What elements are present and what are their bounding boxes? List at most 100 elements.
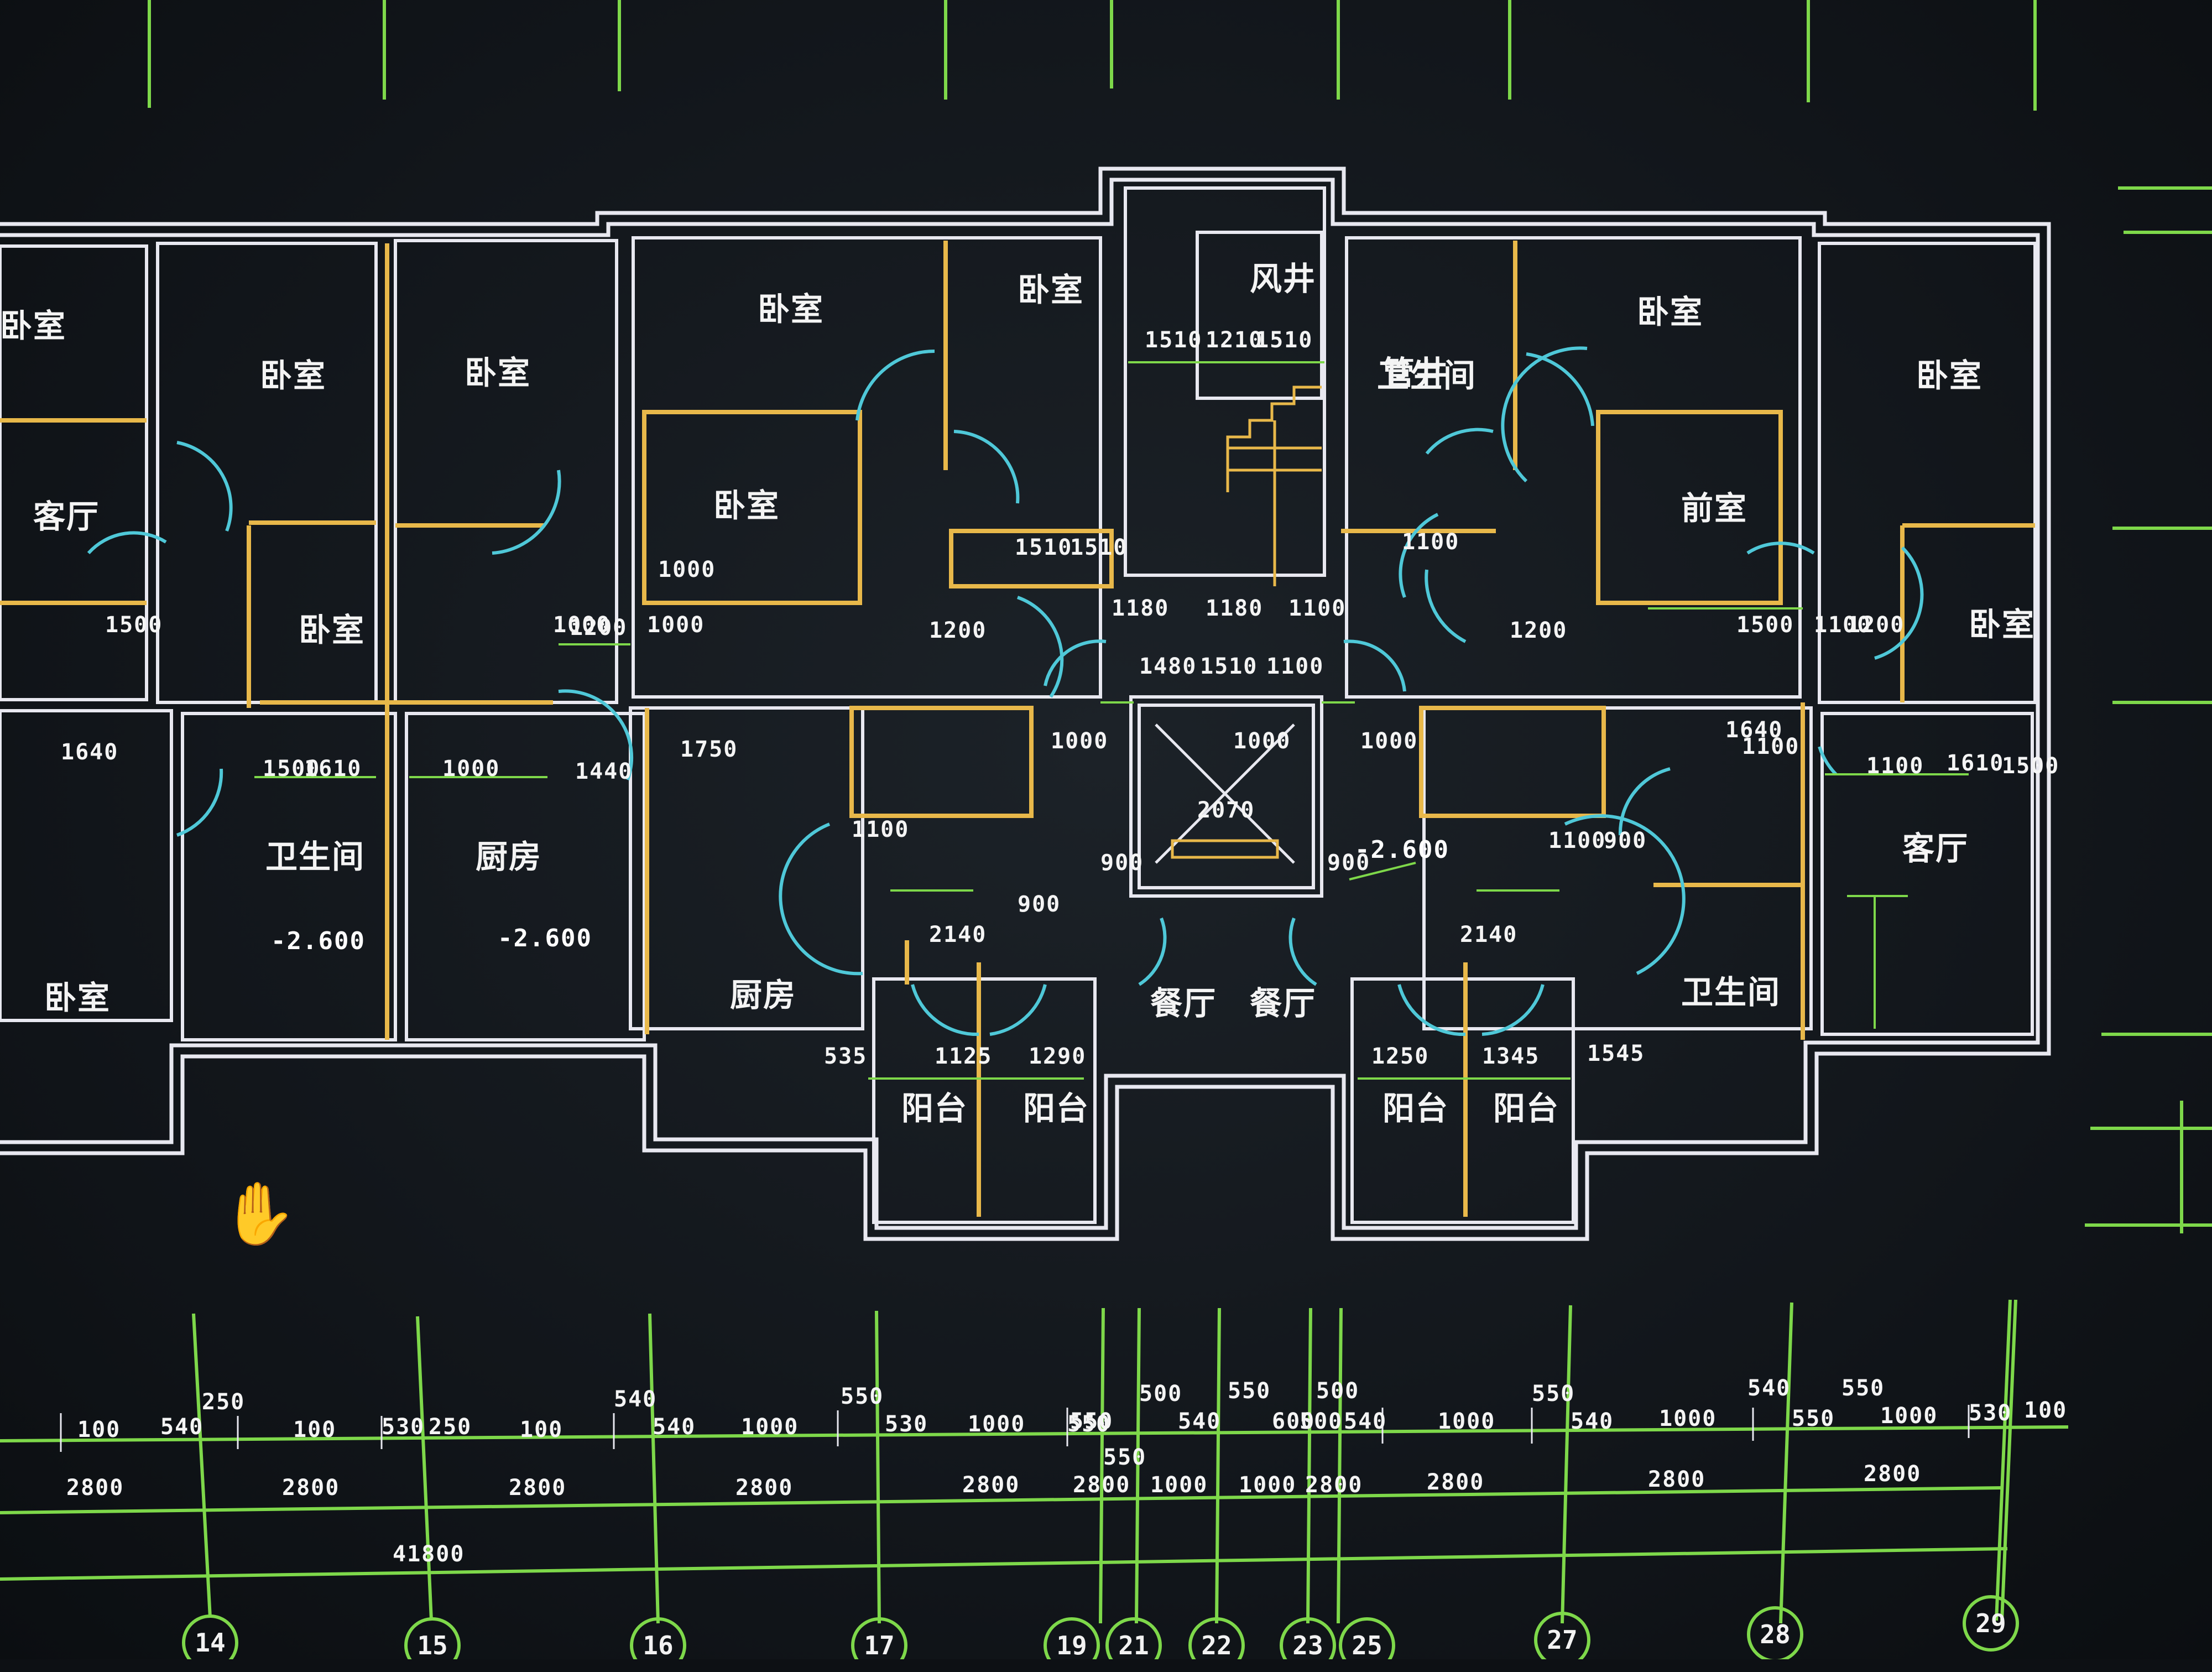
dimension-label: 1200 (1510, 618, 1568, 643)
room-label: 卧室 (713, 487, 780, 524)
door-swings (87, 346, 1924, 1036)
elevation-label: -2.600 (1355, 836, 1449, 864)
dimension-label: 1210 (1206, 327, 1264, 353)
axis-label: 29 (1975, 1608, 2006, 1638)
bottom-dimension: 540 (1747, 1376, 1791, 1401)
axis-label: 27 (1547, 1625, 1578, 1655)
bottom-dimension: 1000 (1659, 1406, 1717, 1431)
bottom-dimension-row2: 2800 (1648, 1467, 1706, 1492)
bottom-dimension-upper: 500 (1139, 1381, 1183, 1407)
dimension-label: 1180 (1206, 596, 1264, 621)
axis-grid-circles (182, 1595, 2019, 1659)
dimension-label: 1100 (1814, 612, 1872, 638)
bottom-dimension-row2: 2800 (735, 1475, 794, 1501)
dimension-label: 1610 (304, 756, 362, 782)
bottom-dimension: 1000 (741, 1414, 799, 1440)
dimension-label: 1100 (1866, 753, 1924, 779)
bottom-dimension-upper: 600 (1272, 1409, 1316, 1434)
dimension-label: 1000 (553, 612, 611, 638)
room-label: 厨房 (730, 976, 797, 1014)
bottom-dimension: 100 (77, 1417, 121, 1442)
axis-label: 28 (1760, 1619, 1791, 1649)
room-label: 阳台 (1493, 1090, 1560, 1127)
interior-walls (0, 186, 2037, 1224)
dimension-label: 1510 (1200, 654, 1258, 679)
dimension-label: 1640 (1725, 717, 1783, 743)
stair-lines (1226, 386, 1322, 586)
bottom-dimension: 540 (1178, 1409, 1222, 1434)
dimension-label: 1290 (1029, 1044, 1087, 1069)
room-label: 阳台 (901, 1090, 968, 1127)
bottom-dimension-ticks (60, 1405, 1970, 1452)
bottom-dimension: 250 (429, 1414, 472, 1440)
dimension-label: 1100 (1548, 828, 1606, 853)
bottom-dimension-row2: 2800 (282, 1475, 340, 1501)
bottom-dimension-upper: 500 (1300, 1409, 1343, 1434)
bottom-dimension: 1000 (1438, 1409, 1496, 1434)
elevation-label: -2.600 (498, 924, 592, 952)
dimension-label: 1100 (1288, 596, 1347, 621)
dimension-label: 1480 (1139, 654, 1197, 679)
dimension-label: 1000 (1233, 728, 1291, 754)
exterior-walls (0, 166, 2051, 1241)
bottom-dimension-row2: 2800 (66, 1475, 124, 1501)
room-label: 卧室 (299, 611, 366, 649)
room-label: 阳台 (1383, 1090, 1449, 1127)
hand-pan-icon: ✋ (221, 1178, 297, 1249)
bottom-dimension-row2: 2800 (962, 1472, 1020, 1498)
axis-label: 25 (1352, 1631, 1383, 1660)
bottom-dimension: 540 (160, 1414, 204, 1440)
bottom-dimension: 100 (293, 1417, 337, 1442)
room-label: 卧室 (465, 354, 531, 392)
bottom-dimension: 540 (1344, 1409, 1387, 1434)
dimension-label: 1000 (658, 557, 716, 582)
dimension-label: 1100 (1742, 734, 1800, 759)
bottom-dimension: 250 (202, 1389, 246, 1415)
dimension-label: 1500 (263, 756, 321, 782)
bottom-dimension: 540 (653, 1414, 696, 1440)
dimension-label: 1000 (647, 612, 705, 638)
right-dimension-lines (2085, 186, 2212, 1233)
axis-label: 21 (1118, 1631, 1149, 1660)
dimension-label: 1000 (442, 756, 500, 782)
bottom-dimension: 550 (1070, 1409, 1114, 1434)
room-label: 卧室 (758, 290, 825, 328)
bottom-dimension-small: 550 (1103, 1445, 1147, 1470)
bottom-dimension-row2: 1000 (1239, 1472, 1297, 1498)
bottom-dimension-row2: 2800 (509, 1475, 567, 1501)
dimension-label: 1510 (1070, 535, 1128, 560)
dimension-label: 1200 (929, 618, 987, 643)
room-label: 卧室 (1916, 357, 1983, 394)
bottom-dimension-lines (0, 1299, 2069, 1624)
bottom-dimension: 540 (1571, 1409, 1614, 1434)
dimension-label: 1125 (935, 1044, 993, 1069)
axis-label: 19 (1056, 1631, 1087, 1660)
bottom-dimension: 540 (614, 1387, 658, 1412)
room-label: 厨房 (476, 838, 542, 876)
dimension-label: 1640 (61, 739, 119, 765)
dimension-label: 1510 (1015, 535, 1073, 560)
bottom-dimension: 530 (885, 1411, 928, 1437)
dimension-label: 1610 (1947, 751, 2005, 776)
room-label: 卧室 (1637, 293, 1704, 331)
dimension-label: 2140 (929, 922, 987, 947)
dimension-label: 1500 (2002, 753, 2060, 779)
shaft-room-label: 管井 (1383, 354, 1449, 392)
bottom-dimension: 530 (382, 1414, 425, 1440)
room-label: 卫生间 (1681, 973, 1781, 1011)
bottom-dimension: 1000 (1880, 1403, 1938, 1429)
yellow-partitions (0, 241, 2035, 1217)
dimension-label: 1200 (570, 615, 628, 640)
room-label: 卧室 (1969, 606, 2036, 643)
bottom-dimension-row2: 2800 (1864, 1461, 1922, 1487)
bottom-dimension-upper: 550 (1228, 1378, 1271, 1404)
axis-label: 15 (417, 1631, 448, 1660)
dimension-label: 1750 (680, 737, 738, 762)
bottom-dimension: 530 (1969, 1400, 2012, 1426)
room-label: 餐厅 (1250, 985, 1317, 1022)
room-label: 卫生间 (265, 838, 366, 876)
axis-label: 22 (1201, 1631, 1232, 1660)
room-label: 卧室 (0, 307, 67, 345)
